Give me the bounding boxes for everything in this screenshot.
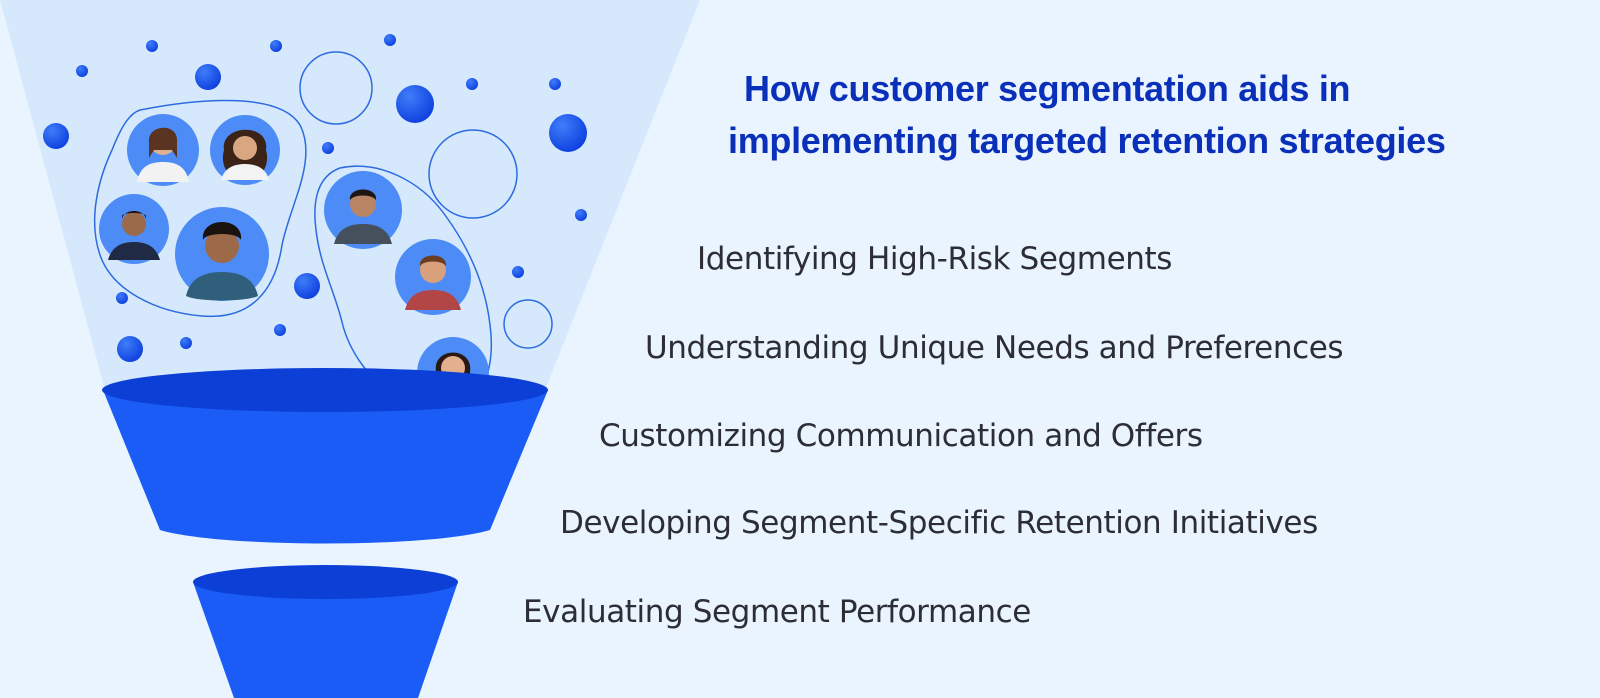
- dot: [270, 40, 282, 52]
- person-head: [350, 191, 376, 217]
- dot: [322, 142, 334, 154]
- person-icon: [221, 164, 269, 180]
- dot: [396, 85, 434, 123]
- dot: [195, 64, 221, 90]
- dot: [549, 78, 561, 90]
- title-line-1: How customer segmentation aids in: [744, 68, 1351, 109]
- list-item-developing-initiatives: Developing Segment-Specific Retention In…: [560, 505, 1318, 541]
- dot: [294, 273, 320, 299]
- dot: [575, 209, 587, 221]
- person-icon: [334, 224, 392, 244]
- funnel: [102, 368, 548, 698]
- avatar-6: [395, 239, 471, 315]
- list-item-understanding-needs: Understanding Unique Needs and Preferenc…: [645, 330, 1344, 366]
- list-item-customizing-communication: Customizing Communication and Offers: [599, 418, 1203, 454]
- list-item-identifying-high-risk: Identifying High-Risk Segments: [697, 241, 1173, 277]
- dot: [43, 123, 69, 149]
- list-item-evaluating-performance: Evaluating Segment Performance: [523, 594, 1031, 630]
- avatar-4: [175, 207, 269, 301]
- ring: [428, 129, 518, 219]
- avatar-3: [99, 194, 169, 264]
- person-icon: [405, 290, 461, 310]
- funnel-lower-rim: [193, 565, 458, 599]
- person-icon: [137, 162, 189, 182]
- person-hair: [419, 255, 447, 266]
- segment-group-left: [93, 99, 307, 318]
- dot: [146, 40, 158, 52]
- dot: [76, 65, 88, 77]
- person-hair: [349, 189, 377, 200]
- person-icon: [186, 272, 258, 301]
- avatar-1: [127, 114, 199, 186]
- dot: [512, 266, 524, 278]
- avatar-5: [324, 171, 402, 249]
- person-icon: [108, 242, 160, 260]
- person-hair: [202, 222, 242, 240]
- person-head: [205, 229, 239, 263]
- dot: [117, 336, 143, 362]
- dot: [180, 337, 192, 349]
- dot: [274, 324, 286, 336]
- ring: [299, 51, 373, 125]
- avatar-2: [210, 115, 280, 185]
- floating-dots: [43, 34, 587, 362]
- person-hair: [148, 127, 178, 158]
- outline-rings: [299, 51, 553, 349]
- person-head: [420, 257, 446, 283]
- dot: [384, 34, 396, 46]
- person-hair: [122, 211, 146, 220]
- dot: [466, 78, 478, 90]
- person-head: [122, 212, 146, 236]
- title-line-2: implementing targeted retention strategi…: [728, 120, 1446, 161]
- funnel-lower-body: [193, 582, 458, 698]
- ring: [503, 299, 553, 349]
- person-head: [233, 136, 257, 160]
- funnel-upper-body: [103, 390, 548, 544]
- funnel-upper-rim: [102, 368, 548, 412]
- dot: [549, 114, 587, 152]
- dot: [116, 292, 128, 304]
